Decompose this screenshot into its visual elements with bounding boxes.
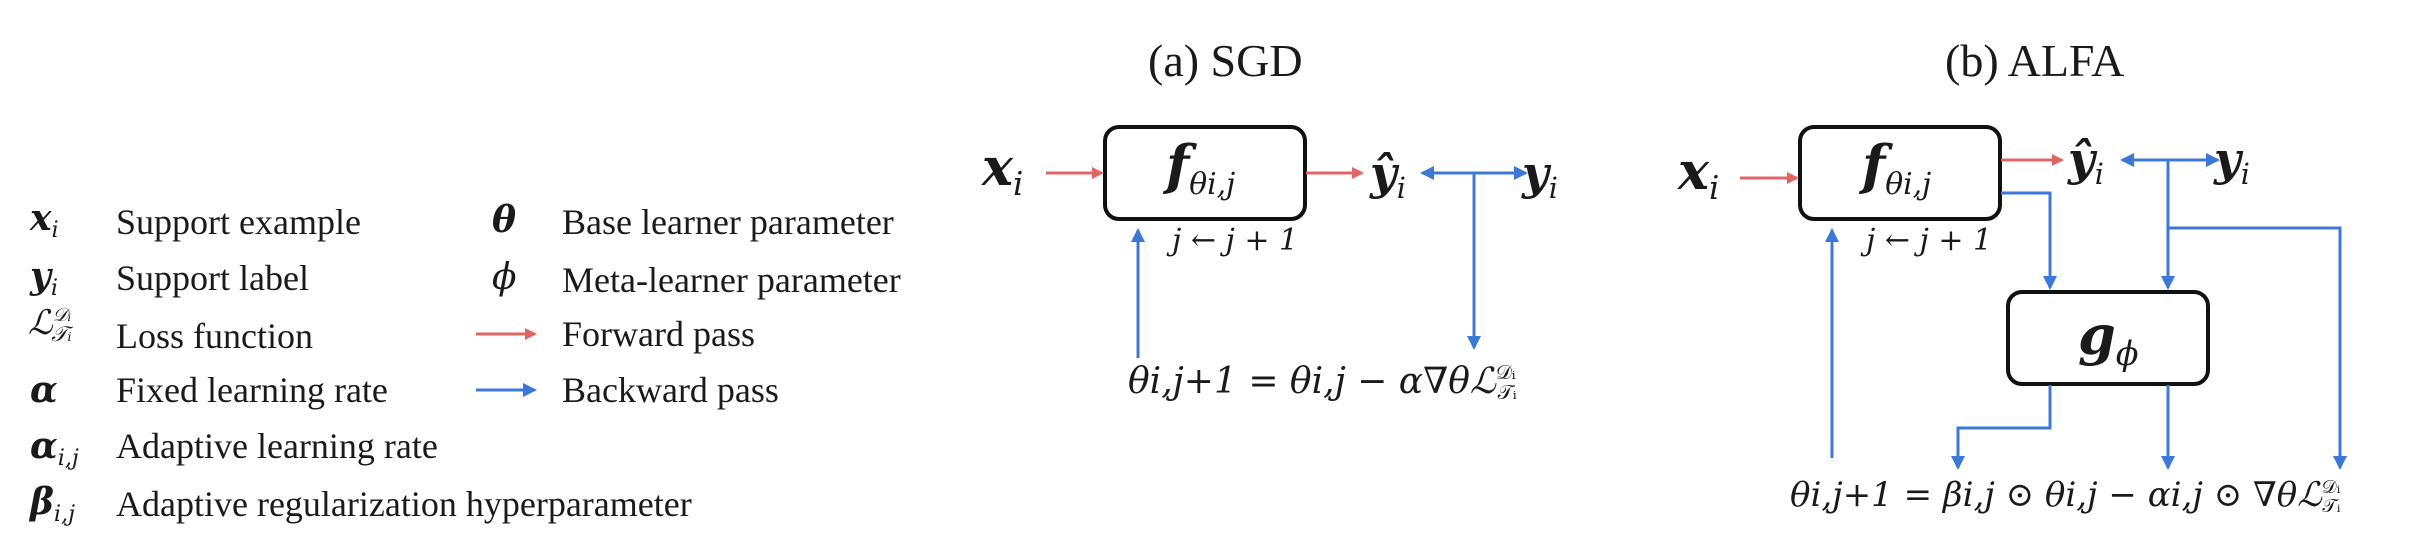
- alfa-y-to-grad-arrow: [2168, 226, 2347, 470]
- legend-label-base-learner: Base learner parameter: [562, 202, 894, 242]
- sgd-title: (a) SGD: [1148, 35, 1303, 86]
- legend-sym-y: yi: [30, 255, 59, 302]
- sgd-f-node-box: [1103, 125, 1307, 221]
- legend-label-support-example: Support example: [116, 202, 361, 242]
- alfa-f-to-g-arrow: [2001, 191, 2057, 290]
- alfa-g-to-beta-arrow: [1951, 385, 2052, 470]
- alfa-g-node-label: gϕ: [2078, 303, 2139, 373]
- alfa-f-node-label: fθi,j: [1862, 133, 1932, 202]
- alfa-g-node-box: [2006, 290, 2210, 386]
- legend-label-meta-learner: Meta-learner parameter: [562, 260, 901, 300]
- legend-sym-theta: θ: [492, 199, 517, 241]
- legend-label-forward-pass: Forward pass: [562, 314, 755, 354]
- legend-label-adaptive-lr: Adaptive learning rate: [116, 426, 438, 466]
- legend-sym-phi: ϕ: [492, 257, 517, 298]
- sgd-f-node-label: fθi,j: [1166, 133, 1236, 202]
- alfa-title: (b) ALFA: [1945, 35, 2125, 86]
- sgd-step-counter: j ← j + 1: [1172, 223, 1299, 258]
- legend-sym-x: xi: [30, 197, 59, 244]
- alfa-step-counter: j ← j + 1: [1866, 223, 1993, 258]
- alfa-f-node-box: [1798, 125, 2002, 221]
- alfa-update-rule: θi,j+1 = βi,j ⊙ θi,j − αi,j ⊙ ∇θℒ𝒟ᵢ𝒯ᵢ: [1790, 475, 2341, 517]
- legend-label-support-label: Support label: [116, 258, 309, 298]
- legend-sym-alpha-ij: αi,j: [30, 425, 79, 472]
- alfa-output-yhat: ŷi: [2068, 132, 2104, 192]
- legend-label-loss-function: Loss function: [116, 316, 313, 356]
- sgd-update-rule: θi,j+1 = θi,j − α∇θℒ𝒟ᵢ𝒯ᵢ: [1128, 361, 1517, 405]
- legend-label-backward-pass: Backward pass: [562, 370, 779, 410]
- legend-sym-loss: ℒ𝒟ᵢ𝒯ᵢ: [28, 303, 72, 346]
- legend-label-fixed-lr: Fixed learning rate: [116, 370, 388, 410]
- sgd-input-x: xi: [982, 137, 1024, 204]
- legend-sym-beta-ij: βi,j: [30, 481, 76, 528]
- legend-sym-alpha: α: [30, 369, 58, 411]
- alfa-target-y: yi: [2214, 132, 2250, 192]
- legend-label-adaptive-reg: Adaptive regularization hyperparameter: [116, 484, 692, 524]
- sgd-target-y: yi: [1522, 146, 1558, 206]
- alfa-input-x: xi: [1678, 141, 1720, 208]
- sgd-output-yhat: ŷi: [1370, 146, 1406, 206]
